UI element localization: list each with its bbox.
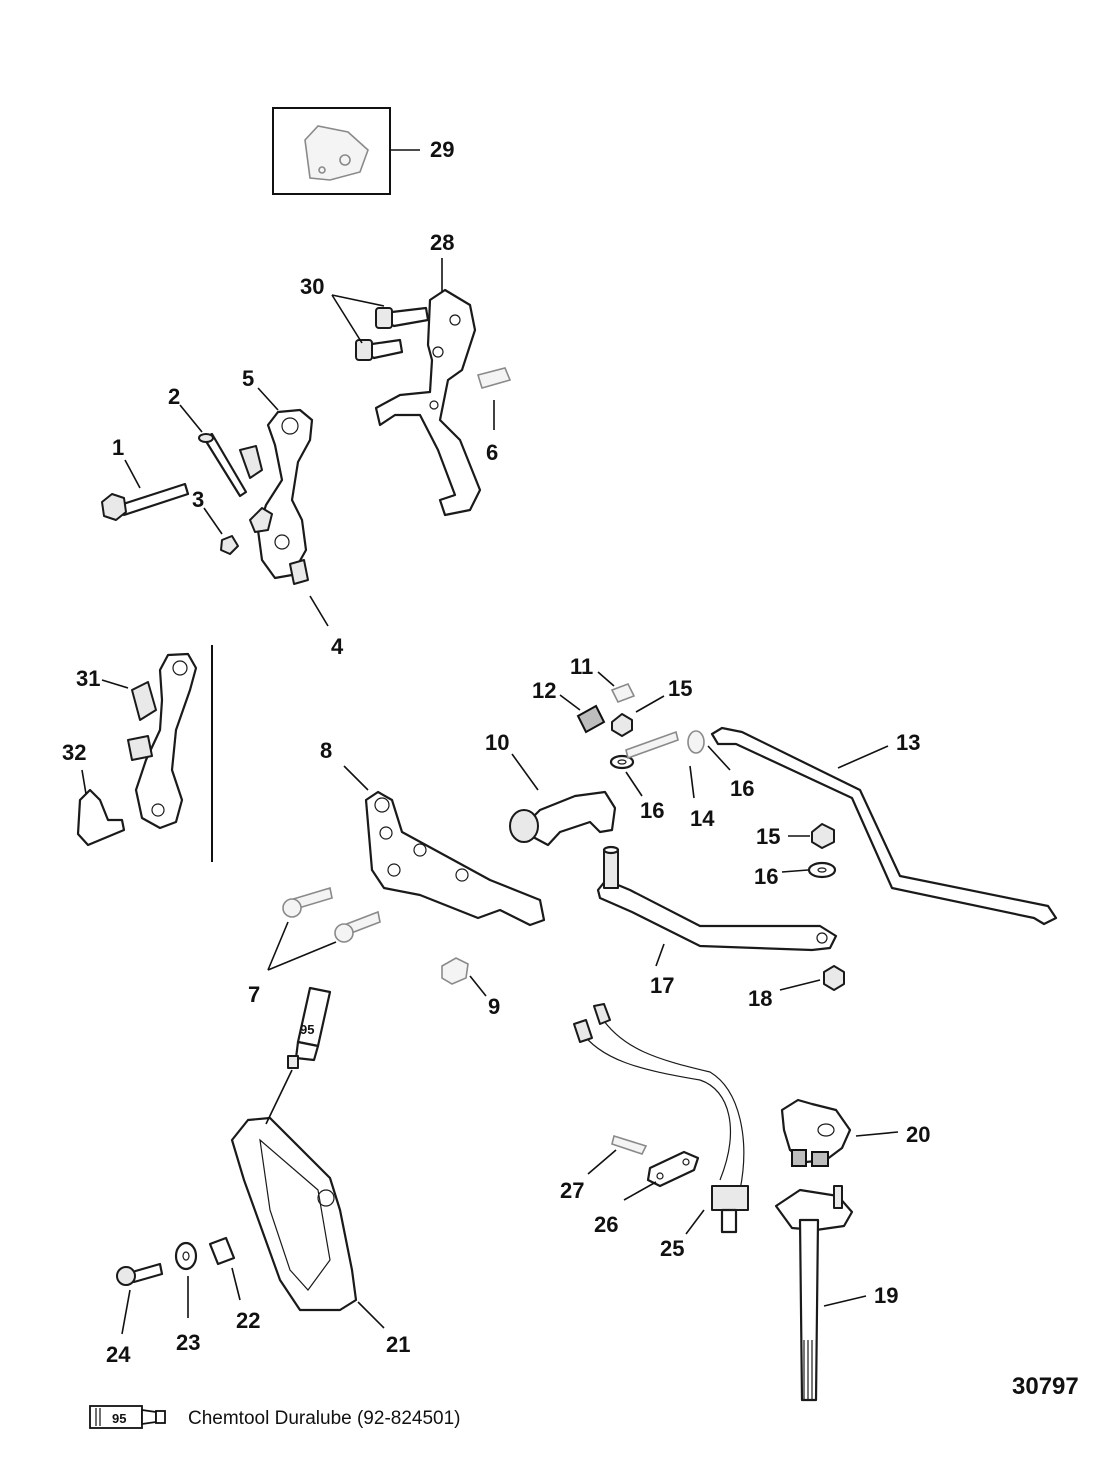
callout-27: 27 (560, 1178, 584, 1203)
part-6-pin: 6 (476, 367, 512, 465)
callout-32: 32 (62, 740, 86, 765)
part-3-nut: 3 (192, 487, 239, 555)
part-4-bushing: 4 (289, 559, 344, 659)
callout-31: 31 (76, 666, 100, 691)
part-17-link: 17 (596, 845, 838, 998)
callout-9: 9 (488, 994, 500, 1019)
part-1-bolt: 1 (101, 435, 190, 521)
callout-22: 22 (236, 1308, 260, 1333)
callout-13: 13 (896, 730, 920, 755)
part-10-switch: 10 (485, 730, 617, 847)
part-25-harness: 25 (573, 1003, 749, 1261)
callout-23: 23 (176, 1330, 200, 1355)
part-13-rod: 13 (710, 726, 1058, 926)
callout-21: 21 (386, 1332, 410, 1357)
callout-25: 25 (660, 1236, 684, 1261)
part-24-screw: 24 (106, 1262, 164, 1367)
callout-2: 2 (168, 384, 180, 409)
callout-18: 18 (748, 986, 772, 1011)
callout-12: 12 (532, 678, 556, 703)
part-27-screw: 27 (560, 1134, 648, 1203)
callout-16b: 16 (730, 776, 754, 801)
callout-3: 3 (192, 487, 204, 512)
part-11-12: 11 12 (532, 654, 636, 734)
part-30-bolts: 30 (300, 274, 430, 361)
callout-11: 11 (570, 654, 593, 679)
legend-icon-label: 95 (112, 1411, 126, 1426)
tube-label: 95 (300, 1022, 314, 1037)
part-5-lever: 5 (239, 366, 314, 580)
part-26-plate: 26 (594, 1150, 700, 1237)
callout-16c: 16 (754, 864, 778, 889)
part-20-cam: 20 (780, 1098, 930, 1167)
part-29-inset: 29 (272, 107, 454, 195)
callout-7: 7 (248, 982, 260, 1007)
part-28-bracket: 28 (374, 230, 482, 517)
callout-26: 26 (594, 1212, 618, 1237)
part-31-32-inset: 31 32 (62, 645, 213, 862)
callout-28: 28 (430, 230, 454, 255)
callout-1: 1 (112, 435, 124, 460)
callout-15a: 15 (668, 676, 692, 701)
legend-text: Chemtool Duralube (92-824501) (188, 1408, 461, 1429)
callout-16a: 16 (640, 798, 664, 823)
part-9-nut: 9 (441, 957, 500, 1019)
part-22-bushing: 22 (208, 1236, 260, 1333)
legend: 95 Chemtool Duralube (92-824501) (89, 1405, 461, 1429)
callout-17: 17 (650, 973, 674, 998)
part-18-nut: 18 (748, 965, 845, 1011)
part-21-cover: 21 (230, 1116, 410, 1357)
callout-15b: 15 (756, 824, 780, 849)
part-23-washer: 23 (174, 1241, 200, 1355)
callout-14: 14 (690, 806, 715, 831)
callout-8: 8 (320, 738, 332, 763)
callout-19: 19 (874, 1283, 898, 1308)
callout-30: 30 (300, 274, 324, 299)
callout-24: 24 (106, 1342, 131, 1367)
grease-tube-95: 95 (265, 986, 332, 1125)
callout-29: 29 (430, 137, 454, 162)
callout-5: 5 (242, 366, 254, 391)
callout-20: 20 (906, 1122, 930, 1147)
part-14-16-rod-end: 14 16 (625, 730, 754, 831)
callout-6: 6 (486, 440, 498, 465)
part-8-plate: 8 (320, 738, 546, 927)
part-2-screw: 2 (168, 384, 248, 498)
callout-10: 10 (485, 730, 509, 755)
part-15-16-upper: 15 16 (609, 676, 692, 823)
part-19-shaft: 19 (774, 1185, 898, 1402)
part-7-screws: 7 (248, 886, 381, 1007)
legend-tube-icon: 95 (89, 1405, 166, 1429)
document-number: 30797 (1012, 1373, 1079, 1400)
part-15-16-lower: 15 16 (754, 823, 837, 889)
callout-4: 4 (331, 634, 344, 659)
